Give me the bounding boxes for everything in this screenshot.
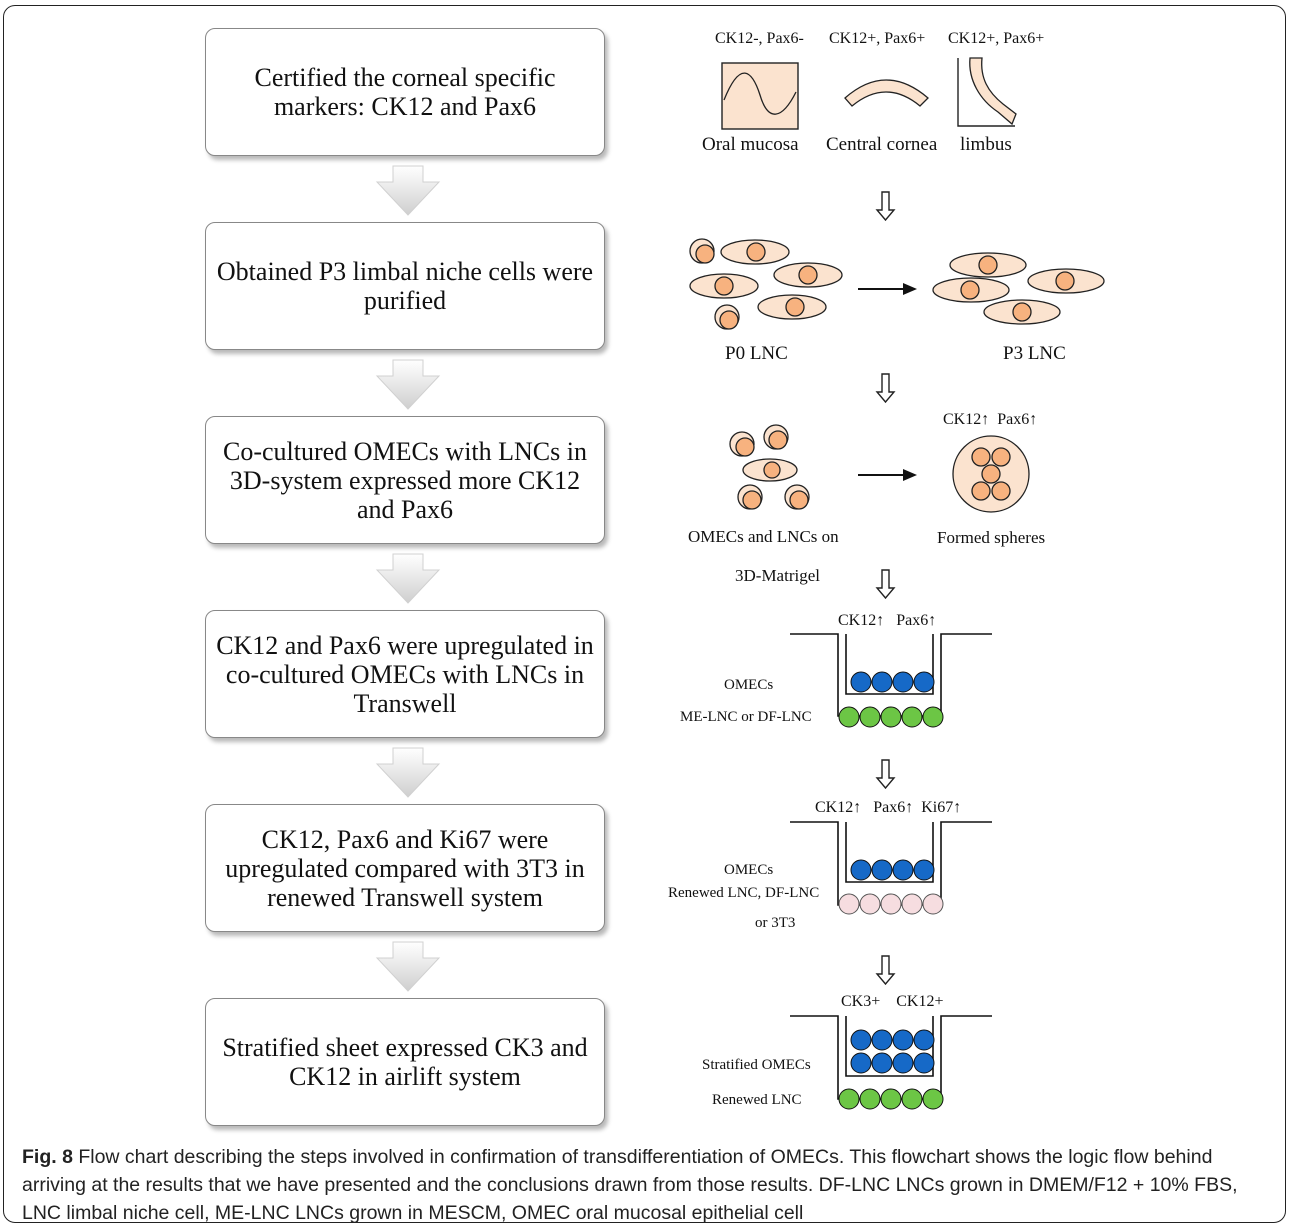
p0-lnc-cells (689, 238, 843, 330)
hollow-down-arrow-icon (875, 759, 896, 790)
transwell-3-top-cells: Stratified OMECs (702, 1057, 811, 1073)
transwell-2-bottom-line1: Renewed LNC, DF-LNC (668, 885, 820, 901)
step-4-box: CK12 and Pax6 were upregulated in co-cul… (205, 610, 605, 738)
p3-lnc-cells (932, 252, 1105, 325)
step-5-text: CK12, Pax6 and Ki67 were upregulated com… (225, 824, 585, 912)
transwell-1 (790, 633, 992, 717)
omec-layer-2 (850, 859, 935, 881)
step-1-box: Certified the corneal specific markers: … (205, 28, 605, 156)
step-2-box: Obtained P3 limbal niche cells were puri… (205, 222, 605, 350)
lnc-layer-1 (838, 706, 944, 728)
transwell-2-bottom-line2: or 3T3 (755, 915, 796, 931)
step-6-text: Stratified sheet expressed CK3 and CK12 … (222, 1033, 588, 1091)
matrigel-label-line1: OMECs and LNCs on (688, 527, 839, 546)
hollow-down-arrow-icon (875, 569, 896, 600)
marker-label-cornea: CK12+, Pax6+ (829, 30, 926, 47)
transwell-2-markers: CK12↑ Pax6↑ Ki67↑ (815, 799, 962, 816)
transwell-1-top-cells: OMECs (724, 677, 774, 693)
step-5-box: CK12, Pax6 and Ki67 were upregulated com… (205, 804, 605, 932)
figure-caption-label: Fig. 8 (22, 1146, 73, 1168)
down-arrow-icon (375, 553, 441, 604)
tissue-label-limbus: limbus (960, 134, 1012, 155)
marker-label-limbus: CK12+, Pax6+ (948, 30, 1045, 47)
tissue-label-oral: Oral mucosa (702, 134, 799, 155)
transwell-3-bottom-cells: Renewed LNC (712, 1092, 802, 1108)
step-2-text: Obtained P3 limbal niche cells were puri… (216, 257, 594, 315)
sphere-marker-label: CK12↑ Pax6↑ (943, 411, 1038, 428)
down-arrow-icon (375, 747, 441, 798)
stratified-omec-layer (850, 1029, 935, 1074)
down-arrow-icon (375, 359, 441, 410)
right-arrow-icon (858, 469, 917, 481)
spheres-label: Formed spheres (937, 528, 1046, 547)
down-arrow-icon (375, 165, 441, 216)
transwell-2 (790, 821, 992, 906)
hollow-down-arrow-icon (875, 191, 896, 222)
step-1-text: Certified the corneal specific markers: … (254, 63, 556, 121)
figure-caption-text: Flow chart describing the steps involved… (22, 1146, 1238, 1224)
figure-frame (3, 5, 1286, 1223)
flow-arrows (375, 165, 441, 992)
p0-lnc-label: P0 LNC (725, 343, 788, 364)
lnc-layer-3 (838, 1088, 944, 1110)
transwell-1-markers: CK12↑ Pax6↑ (838, 612, 937, 629)
tissue-label-cornea: Central cornea (826, 134, 938, 155)
marker-label-oral: CK12-, Pax6- (715, 30, 804, 47)
right-arrow-icon (858, 283, 917, 295)
central-cornea-icon (844, 79, 929, 107)
omec-layer-1 (850, 671, 935, 693)
step-4-text: CK12 and Pax6 were upregulated in co-cul… (216, 630, 594, 718)
figure-caption: Fig. 8 Flow chart describing the steps i… (22, 1143, 1272, 1227)
pink-cell-layer (838, 893, 944, 915)
transwell-2-top-cells: OMECs (724, 862, 774, 878)
transwell-1-bottom-cells: ME-LNC or DF-LNC (680, 709, 812, 725)
panel-arrows (875, 191, 896, 986)
limbus-icon (957, 57, 1017, 127)
omec-lnc-cells (729, 424, 810, 510)
oral-mucosa-icon (721, 62, 799, 130)
transwell-3 (790, 1015, 992, 1100)
sphere-icon (952, 435, 1030, 513)
transwell-3-markers: CK3+ CK12+ (841, 993, 944, 1010)
step-3-text: Co-cultured OMECs with LNCs in 3D-system… (223, 436, 587, 524)
hollow-down-arrow-icon (875, 955, 896, 986)
step-6-box: Stratified sheet expressed CK3 and CK12 … (205, 998, 605, 1126)
down-arrow-icon (375, 941, 441, 992)
hollow-down-arrow-icon (875, 373, 896, 404)
matrigel-label-line2: 3D-Matrigel (735, 566, 820, 585)
step-3-box: Co-cultured OMECs with LNCs in 3D-system… (205, 416, 605, 544)
p3-lnc-label: P3 LNC (1003, 343, 1066, 364)
